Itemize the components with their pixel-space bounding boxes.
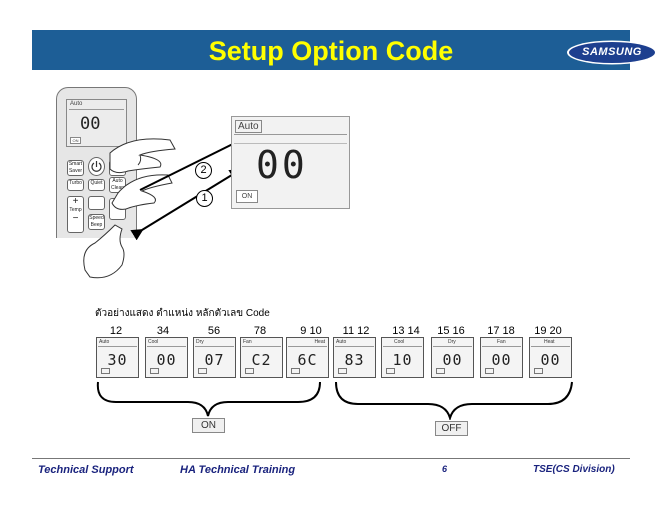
digit-label: 12 xyxy=(109,325,123,337)
panel-value: 07 xyxy=(204,351,225,369)
digit-label: 13 14 xyxy=(392,325,420,337)
panel-mode: Heat xyxy=(544,339,555,345)
digit-label: 34 xyxy=(156,325,170,337)
panel-mode: Auto xyxy=(336,339,347,345)
hand-icon xyxy=(83,224,125,279)
speed-beep-button[interactable]: Speed Beep xyxy=(88,214,105,230)
digit-label: 17 18 xyxy=(487,325,515,337)
code-panel: Cool 10 xyxy=(381,337,424,378)
hand-icon xyxy=(109,138,176,174)
remote-on-indicator: ON xyxy=(70,137,81,144)
footer-center: HA Technical Training xyxy=(180,464,296,476)
panel-value: 30 xyxy=(107,351,128,369)
page-number: 6 xyxy=(442,464,448,474)
off-brace xyxy=(335,381,573,420)
panel-mode: Dry xyxy=(196,339,204,345)
digit-label: 56 xyxy=(207,325,221,337)
step-2-badge: 2 xyxy=(195,162,212,179)
panel-value: 10 xyxy=(392,351,413,369)
digit-label: 11 12 xyxy=(342,325,370,337)
panel-value: 00 xyxy=(442,351,463,369)
panel-value: 00 xyxy=(540,351,561,369)
swing-button[interactable] xyxy=(88,196,105,210)
panel-value: 6C xyxy=(297,351,318,369)
code-panel: Dry 07 xyxy=(193,337,236,378)
off-group-label: OFF xyxy=(435,421,468,436)
temp-button[interactable]: + Temp − xyxy=(67,196,84,233)
zoom-value: 00 xyxy=(256,143,308,187)
footer-left: Technical Support xyxy=(38,464,134,476)
samsung-logo: SAMSUNG xyxy=(566,39,658,66)
arrow-step-1 xyxy=(130,168,242,241)
panel-mode: Cool xyxy=(148,339,159,345)
power-button[interactable] xyxy=(88,157,105,176)
panel-mode: Dry xyxy=(448,339,456,345)
footer-divider xyxy=(32,458,630,459)
remote-display-mode: Auto xyxy=(70,101,83,107)
code-panel: Cool 00 xyxy=(145,337,188,378)
page-title: Setup Option Code xyxy=(208,36,454,66)
panel-value: 00 xyxy=(156,351,177,369)
panel-mode: Heat xyxy=(314,339,325,345)
panel-mode: Auto xyxy=(99,339,110,345)
zoom-mode-label: Auto xyxy=(235,120,262,133)
smart-saver-button[interactable]: Smart Saver xyxy=(67,160,84,176)
panel-value: C2 xyxy=(251,351,272,369)
title-bar: Setup Option Code SAMSUNG xyxy=(32,30,657,70)
step-1-badge: 1 xyxy=(196,190,213,207)
zoomed-display: Auto 00 ON xyxy=(231,116,350,209)
code-panel: Fan C2 xyxy=(240,337,283,378)
panel-mode: Cool xyxy=(394,339,405,345)
code-panel: Heat 00 xyxy=(529,337,572,378)
zoom-on-indicator: ON xyxy=(236,190,258,203)
remote-display-value: 00 xyxy=(80,114,101,134)
panel-mode: Fan xyxy=(243,339,252,345)
power-icon xyxy=(91,161,102,172)
digit-label: 9 10 xyxy=(300,325,322,337)
panel-value: 83 xyxy=(344,351,365,369)
minus-icon: − xyxy=(72,213,79,224)
panel-mode: Fan xyxy=(497,339,506,345)
code-panel: Heat 6C xyxy=(286,337,329,378)
code-panel: Auto 83 xyxy=(333,337,376,378)
on-brace xyxy=(96,381,321,417)
plus-icon: + xyxy=(72,196,79,207)
footer-right: TSE(CS Division) xyxy=(533,464,615,475)
code-position-caption: ตัวอย่างแสดง ตำแหน่ง หลักตัวเลข Code xyxy=(95,308,270,319)
quiet-button[interactable]: Quiet xyxy=(88,179,105,191)
digit-label: 78 xyxy=(253,325,267,337)
digit-label: 15 16 xyxy=(437,325,465,337)
digit-label: 19 20 xyxy=(534,325,562,337)
code-panel: Fan 00 xyxy=(480,337,523,378)
panel-value: 00 xyxy=(491,351,512,369)
remote-display: Auto 00 ON xyxy=(66,99,127,147)
code-panel: Dry 00 xyxy=(431,337,474,378)
on-group-label: ON xyxy=(192,418,225,433)
group-braces xyxy=(96,381,573,420)
turbo-button[interactable]: Turbo xyxy=(67,179,84,191)
remote-control: Auto 00 ON Smart Saver Turbo Quiet Auto … xyxy=(56,87,137,238)
code-panel: Auto 30 xyxy=(96,337,139,378)
